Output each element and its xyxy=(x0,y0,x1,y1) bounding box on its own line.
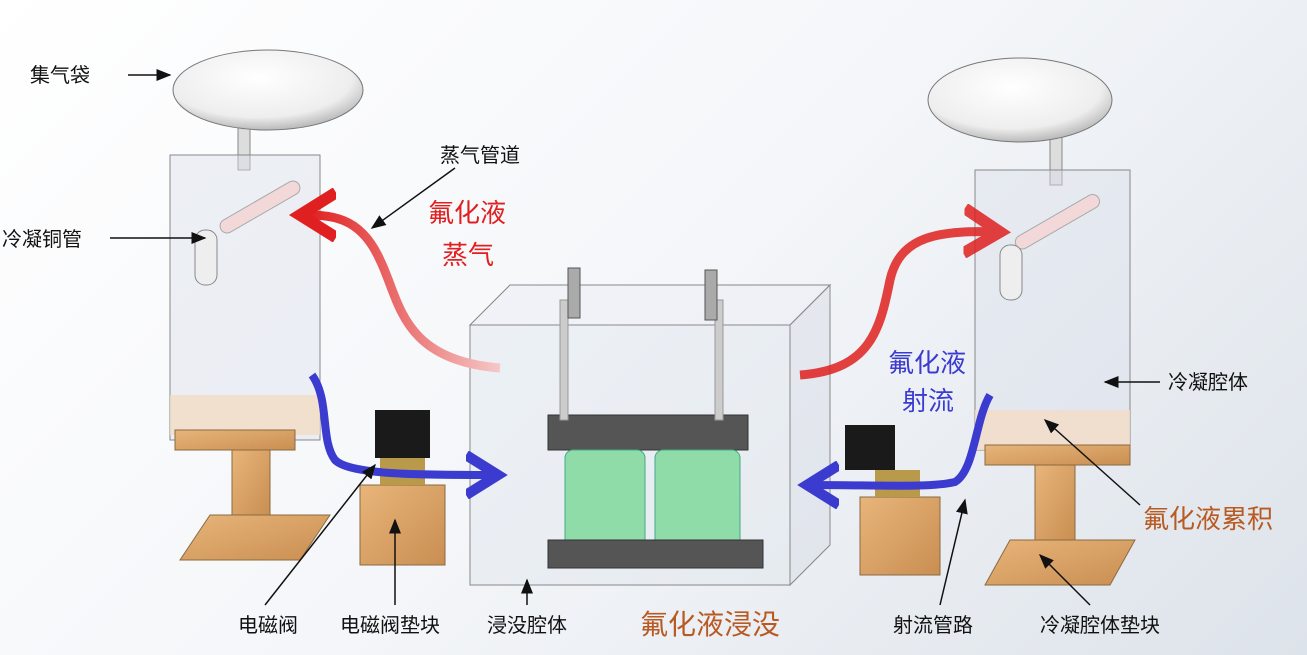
right-vapor-flow-arrow xyxy=(799,232,1000,380)
label-fluoride-vapor-2: 蒸气 xyxy=(442,241,494,271)
label-jet-pipeline: 射流管路 xyxy=(893,613,973,637)
label-solenoid-valve: 电磁阀 xyxy=(238,613,298,637)
left-jet-flow-arrow xyxy=(308,372,498,475)
label-fluoride-jet-1: 氟化液 xyxy=(888,349,966,379)
immersion-chamber-assembly xyxy=(468,267,832,587)
right-condenser-chamber xyxy=(974,169,1131,451)
right-jet-flow-arrow xyxy=(807,392,994,486)
label-gas-bag: 集气袋 xyxy=(30,63,90,87)
left-condenser-assembly xyxy=(169,49,364,561)
left-gas-bag xyxy=(172,49,364,131)
label-solenoid-valve-pad: 电磁阀垫块 xyxy=(340,613,440,637)
label-fluoride-vapor-1: 氟化液 xyxy=(428,199,506,229)
label-fluoride-immersion: 氟化液浸没 xyxy=(640,608,780,641)
label-condenser-chamber: 冷凝腔体 xyxy=(1168,370,1248,394)
label-immersion-chamber: 浸没腔体 xyxy=(487,613,567,637)
solenoid-valves xyxy=(359,410,941,576)
label-condenser-copper-tube: 冷凝铜管 xyxy=(2,227,82,251)
label-fluoride-jet-2: 射流 xyxy=(902,387,954,417)
label-vapor-pipe: 蒸气管道 xyxy=(440,143,520,167)
label-fluoride-accumulation: 氟化液累积 xyxy=(1143,505,1273,535)
left-vapor-flow-arrow xyxy=(300,215,501,373)
right-gas-bag xyxy=(927,57,1113,143)
right-condenser-assembly xyxy=(927,57,1136,586)
label-condenser-chamber-pad: 冷凝腔体垫块 xyxy=(1040,613,1160,637)
